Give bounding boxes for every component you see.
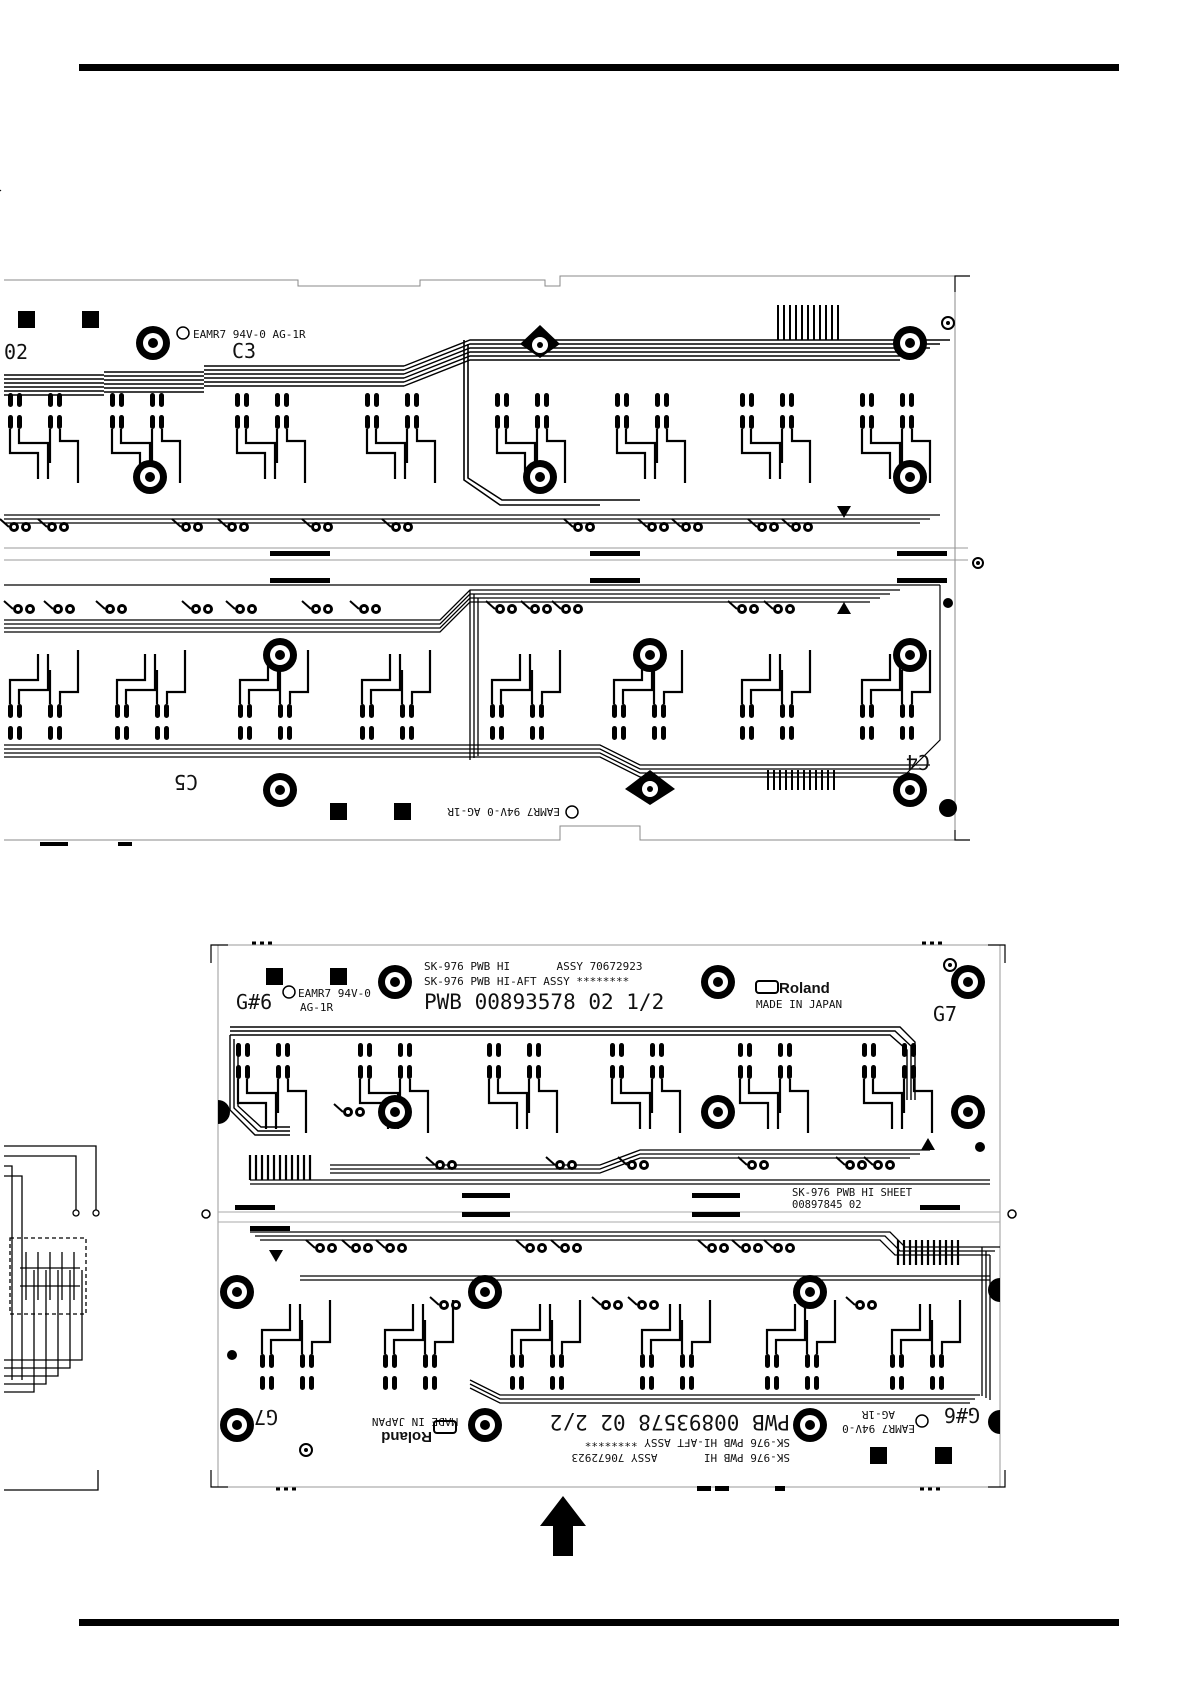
bottom-board-lower-label-g-sharp-6: G#6 (944, 1403, 980, 1427)
top-board-lower-label-left: C5 (174, 770, 198, 794)
top-rule (79, 64, 1119, 71)
bottom-board-lower-made-in: MADE IN JAPAN (372, 1415, 458, 1428)
bottom-board-pwb-number: PWB 00893578 02 1/2 (424, 990, 664, 1014)
top-board-lower-cert-text: EAMR7 94V-0 AG-1R (447, 805, 560, 818)
bottom-board: G#6 EAMR7 94V-0 AG-1R SK-976 PWB HI ASSY… (201, 941, 1017, 1491)
roland-logo-flipped: Roland (381, 1428, 432, 1445)
bottom-board-lower-pwb-number: PWB 00893578 02 2/2 (550, 1410, 790, 1434)
bottom-board-lower-cert-line2: AG-1R (862, 1408, 895, 1421)
bottom-board-cert-line2: AG-1R (300, 1001, 333, 1014)
bottom-board-made-in: MADE IN JAPAN (756, 998, 842, 1011)
top-board-label-right: C4 (906, 750, 930, 774)
bottom-board-label-g7: G7 (933, 1002, 957, 1026)
roland-logo: Roland (779, 980, 830, 997)
schematic-fragment (4, 1145, 100, 1491)
bottom-board-cert-line1: EAMR7 94V-0 (298, 987, 371, 1000)
bottom-board-label-g-sharp-6: G#6 (236, 990, 272, 1014)
bottom-board-lower-cert-line1: EAMR7 94V-0 (842, 1422, 915, 1435)
up-arrow-icon (540, 1496, 586, 1556)
top-board: 02 C3 EAMR7 94V-0 AG-1R C4 C5 EAMR7 94V-… (0, 275, 984, 846)
bottom-board-assy-line2: SK-976 PWB HI-AFT ASSY ******** (424, 975, 629, 988)
top-board-label-mid: C3 (232, 339, 256, 363)
top-board-label-left: 02 (4, 340, 28, 364)
bottom-board-lower-label-g7: G7 (254, 1405, 278, 1429)
bottom-board-mounting-holes (220, 965, 985, 1442)
bottom-board-sheet-line1: SK-976 PWB HI SHEET (792, 1187, 913, 1199)
bottom-board-lower-assy-line2: SK-976 PWB HI-AFT ASSY ******** (585, 1436, 790, 1449)
bottom-board-lower-assy-line1: SK-976 PWB HI ASSY 70672923 (571, 1451, 790, 1464)
bottom-board-sheet-line2: 00897845 02 (792, 1199, 862, 1211)
bottom-board-assy-line1: SK-976 PWB HI ASSY 70672923 (424, 960, 643, 973)
bottom-rule (79, 1619, 1119, 1626)
diode-icon (837, 602, 851, 614)
top-board-cert-text: EAMR7 94V-0 AG-1R (193, 328, 306, 341)
